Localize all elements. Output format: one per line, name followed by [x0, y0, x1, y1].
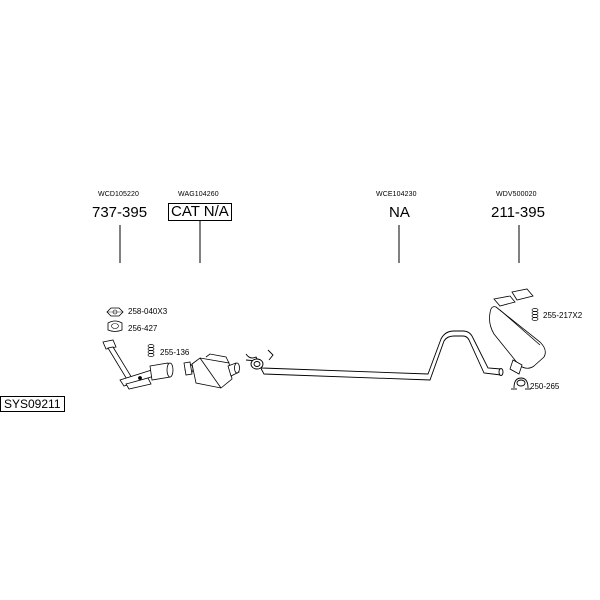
gasket-icon [107, 320, 123, 332]
system-code-label: SYS09211 [0, 396, 65, 412]
section-code-front-pipe: WCD105220 [98, 191, 139, 198]
gasket-part-number: 256-427 [128, 324, 158, 333]
rear-silencer-icon [489, 288, 546, 375]
front-pipe-icon [102, 339, 174, 390]
section-code-center-pipe: WCE104230 [376, 191, 417, 198]
center-pipe-icon [245, 330, 504, 381]
section-code-rear-silencer: WDV500020 [496, 191, 537, 198]
section-part-front-pipe: 737-395 [92, 204, 148, 221]
section-code-catalyst: WAG104260 [178, 191, 219, 198]
clamp-icon [511, 377, 531, 390]
section-part-rear-silencer: 211-395 [491, 204, 545, 221]
catalytic-converter-icon [183, 353, 240, 389]
rear-spring-icon [531, 308, 539, 321]
spring-part-number: 255-136 [160, 348, 190, 357]
nut-part-number: 258-040X3 [128, 307, 168, 316]
section-part-catalyst: CAT N/A [168, 203, 232, 221]
spring-icon [147, 344, 155, 357]
rear-spring-part-number: 255-217X2 [543, 311, 583, 320]
nut-icon [106, 307, 124, 317]
section-part-center-pipe: NA [389, 204, 410, 221]
clamp-part-number: 250-265 [530, 382, 560, 391]
